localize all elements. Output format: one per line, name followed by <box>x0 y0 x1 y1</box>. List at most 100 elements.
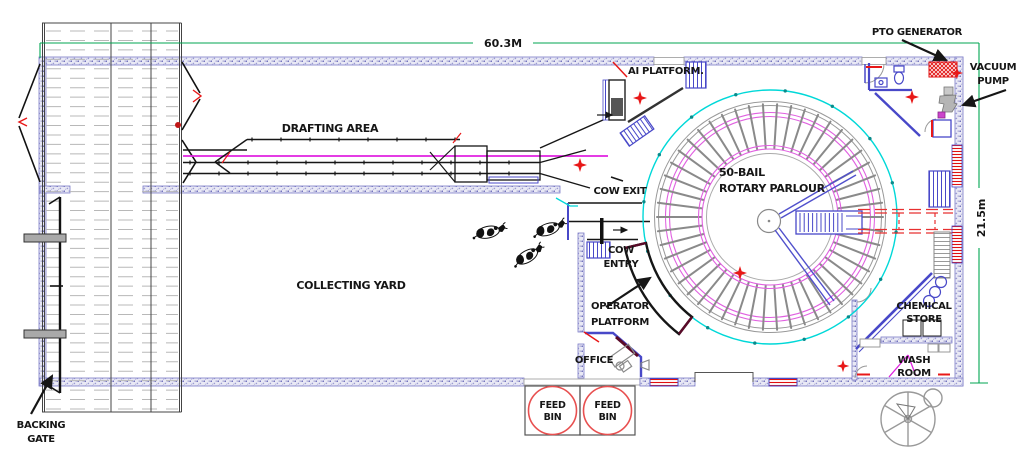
collecting-yard-label: COLLECTING YARD <box>296 279 405 292</box>
parlour-post <box>830 104 834 109</box>
office-label: OFFICE <box>575 355 614 366</box>
backing-gate-label-1: BACKING <box>17 420 66 431</box>
stall-divider <box>761 103 767 150</box>
vacuum-pump-label-2: PUMP <box>977 76 1009 87</box>
labels: 60.3M 21.5m DRAFTING AREA AI PLATFORM. P… <box>17 27 1017 445</box>
stall-divider <box>708 120 735 161</box>
vacuum-pump-label-1: VACUUM <box>970 62 1017 73</box>
operator-platform <box>623 241 694 336</box>
ladder-right <box>928 170 951 208</box>
cow-icon <box>470 221 510 242</box>
parlour-posts <box>642 89 898 345</box>
wash-room-label-1: WASH <box>898 355 931 366</box>
parlour-post <box>753 341 757 345</box>
stall-divider <box>790 281 806 326</box>
cows <box>470 216 570 271</box>
wash-table <box>859 338 881 348</box>
stall-divider <box>747 283 759 329</box>
plant-room <box>866 61 958 138</box>
parlour-post <box>879 277 883 281</box>
operator-arrow <box>605 276 652 308</box>
top-wall-left-segment <box>39 56 655 66</box>
stall-divider <box>656 201 703 210</box>
right-wall-fittings <box>922 144 963 308</box>
pto-generator-unit <box>928 61 958 78</box>
stall-divider <box>832 174 877 193</box>
parlour-post <box>706 326 710 330</box>
stall-divider <box>818 138 854 172</box>
wash-room-label-2: ROOM <box>897 368 931 379</box>
feed-bin-2-label-1: FEED <box>594 400 621 411</box>
right-wall <box>954 56 964 387</box>
red-star-icon <box>836 359 850 373</box>
red-star-icon <box>905 90 919 104</box>
stall-divider <box>773 284 779 331</box>
stall-divider <box>798 278 820 321</box>
stall-divider <box>824 256 863 285</box>
stall-divider <box>835 187 881 201</box>
stall-divider <box>812 268 843 306</box>
feed-bin-circle-1 <box>527 385 578 436</box>
cow-entry-label-1: COW <box>608 245 634 256</box>
stall-divider <box>656 224 703 233</box>
yard-floor-lines <box>46 30 178 410</box>
red-marker-dot <box>175 122 181 128</box>
roller-door-3 <box>649 378 679 387</box>
stall-divider <box>659 187 705 201</box>
stall-divider <box>773 103 779 150</box>
parlour-post <box>642 200 646 204</box>
stairs-top <box>685 61 707 89</box>
gate-hinge-marks <box>17 89 203 127</box>
parlour-label-2: ROTARY PARLOUR <box>719 182 826 195</box>
toilet-door-arc <box>864 63 885 84</box>
stall-divider <box>686 138 722 172</box>
parlour-bridge <box>774 170 857 306</box>
vacuum-arrow <box>960 88 1007 108</box>
plant-cabinet <box>932 119 952 138</box>
parlour-post <box>868 136 872 141</box>
ai-red-gate <box>612 61 628 78</box>
chemical-bench-2 <box>922 319 942 337</box>
vacuum-pump-icon <box>937 86 958 119</box>
office-desk-icon <box>607 343 650 373</box>
cow-exit-label: COW EXIT <box>593 186 647 197</box>
feed-bin-circle-2 <box>582 385 633 436</box>
roller-door-2 <box>951 225 963 264</box>
sink-icon <box>874 77 888 88</box>
stall-divider <box>761 284 767 331</box>
cow-lanes <box>555 176 650 259</box>
washroom-top-wall <box>880 336 953 344</box>
backing-gate-arrow <box>30 374 54 415</box>
stall-divider <box>824 149 863 178</box>
cow-icon <box>530 216 570 241</box>
stall-divider <box>697 128 728 166</box>
office-room <box>583 331 650 377</box>
backing-gate-label-2: GATE <box>27 434 55 445</box>
washroom-left-wall <box>851 299 858 381</box>
parlour-label-1: 50-BAIL <box>719 166 765 179</box>
parlour-post <box>890 181 894 185</box>
stall-divider <box>781 283 793 329</box>
wash-sink-2 <box>938 343 951 353</box>
stall-divider <box>812 128 843 166</box>
pto-generator-label: PTO GENERATOR <box>872 27 963 38</box>
feed-bin-2-label-2: BIN <box>599 412 617 423</box>
ai-platform-label: AI PLATFORM. <box>628 66 704 77</box>
bottom-wall-recess <box>694 372 754 382</box>
toilet-door-gap <box>861 57 887 65</box>
dimension-height-label: 21.5m <box>975 199 988 238</box>
parlour-outer-cyan-ring <box>642 89 898 345</box>
stall-divider <box>835 233 881 247</box>
stall-divider <box>832 241 877 260</box>
yard-rails <box>42 22 182 413</box>
parlour-post <box>802 337 806 341</box>
washroom-door-arc <box>856 287 872 303</box>
parlour-stalls <box>656 103 884 331</box>
holding-yard <box>17 22 203 413</box>
chemical-store <box>855 272 942 353</box>
chemical-store-label-2: STORE <box>906 314 942 325</box>
race-ticks <box>189 137 510 176</box>
roller-door-1 <box>951 144 963 188</box>
plantroom-door-arc <box>924 118 937 133</box>
stairs-ai <box>619 115 655 147</box>
